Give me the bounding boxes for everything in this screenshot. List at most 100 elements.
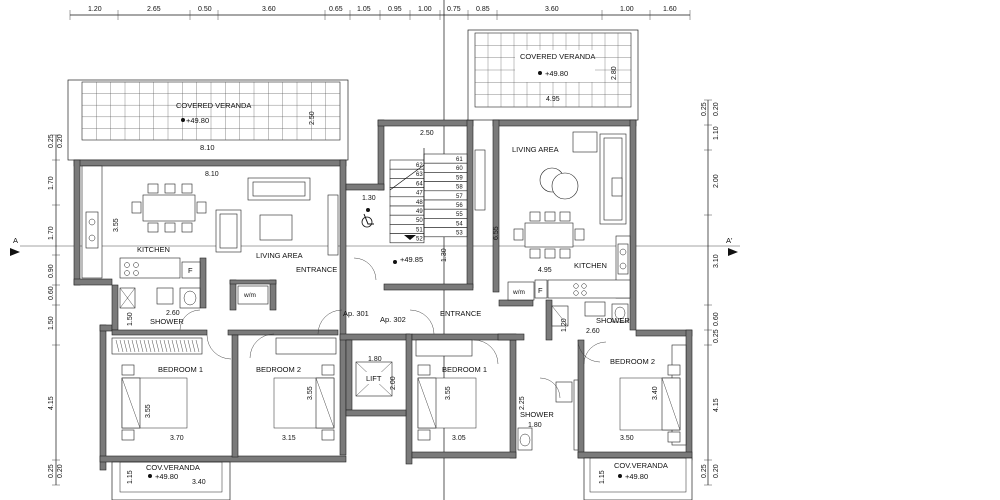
left-dim-3: 1.70 — [48, 176, 55, 190]
stair-width: 2.50 — [420, 130, 434, 137]
left-cov-veranda-depth: 1.15 — [127, 470, 134, 484]
left-dining-table — [131, 183, 207, 233]
right-veranda-title: COVERED VERANDA — [520, 52, 595, 61]
right-bedroom1-label: BEDROOM 1 — [442, 365, 487, 374]
left-veranda-level: +49.80 — [186, 116, 209, 125]
wardrobe-hatch — [127, 339, 132, 353]
right-shower-top: SHOWER 2.60 1.20 — [551, 301, 630, 363]
left-veranda-depth: 2.50 — [309, 111, 316, 125]
wardrobe-hatch — [155, 339, 160, 353]
core-stair: 2.50 62636447484950515261605958575655545… — [361, 130, 468, 264]
right-bedroom1-width: 3.05 — [452, 435, 466, 442]
wardrobe-hatch — [195, 339, 200, 353]
right-covered-veranda: COVERED VERANDA +49.80 4.95 2.80 — [467, 29, 639, 121]
right-dim-9: 0.25 — [701, 464, 708, 478]
section-marker-right: A' — [726, 236, 738, 256]
stair-left-depth: 1.30 — [362, 195, 376, 202]
wardrobe-hatch — [143, 339, 148, 353]
left-bedroom2-width: 3.15 — [282, 435, 296, 442]
right-dim-2: 0.20 — [713, 102, 720, 116]
right-shower-bottom: SHOWER 1.80 2.25 — [517, 377, 579, 451]
right-kitchen-label: KITCHEN — [574, 261, 607, 270]
left-veranda-title: COVERED VERANDA — [176, 101, 251, 110]
section-label-right: A' — [726, 236, 733, 245]
top-dim-7: 0.95 — [388, 6, 402, 13]
left-bedroom2-label: BEDROOM 2 — [256, 365, 301, 374]
stair-step-number: 52 — [416, 237, 423, 243]
wardrobe-hatch — [159, 339, 164, 353]
left-dimension-line: 0.25 0.20 1.70 1.70 0.90 0.60 1.50 4.15 … — [48, 134, 64, 486]
stair-step-number: 57 — [456, 194, 463, 200]
left-kitchen-depth: 3.55 — [113, 218, 120, 232]
right-cov-veranda-title: COV.VERANDA — [614, 461, 668, 470]
top-dim-6: 1.05 — [357, 6, 371, 13]
wardrobe-hatch — [167, 339, 172, 353]
right-dining-table: 4.95 — [513, 211, 585, 274]
stair-step-number: 54 — [456, 221, 463, 227]
core-entrance-label: ENTRANCE — [440, 309, 481, 318]
right-shower-bottom-width: 1.80 — [528, 422, 542, 429]
stair-step-number: 59 — [456, 175, 463, 181]
left-dim-6: 0.60 — [48, 286, 55, 300]
right-living-width: 4.95 — [538, 267, 552, 274]
left-covered-veranda: COVERED VERANDA +49.80 8.10 2.50 — [67, 79, 349, 161]
top-dim-10: 0.85 — [476, 6, 490, 13]
lift: LIFT 1.80 2.00 — [355, 356, 397, 397]
left-dim-5: 0.90 — [48, 264, 55, 278]
left-dim-9: 0.25 — [48, 464, 55, 478]
right-dim-3: 1.10 — [713, 126, 720, 140]
stair-landing-depth: 1.30 — [441, 248, 448, 262]
left-living-furniture: LIVING AREA ENTRANCE w/m — [215, 177, 339, 305]
right-bedroom1-depth: 3.55 — [445, 386, 452, 400]
wardrobe-hatch — [139, 339, 144, 353]
left-cov-veranda-width: 3.40 — [192, 479, 206, 486]
stair-step-number: 58 — [456, 185, 463, 191]
left-wm-label: w/m — [243, 292, 256, 299]
wardrobe-hatch — [151, 339, 156, 353]
right-dim-4: 2.00 — [713, 174, 720, 188]
stair-step-number: 50 — [416, 218, 423, 224]
left-bedroom1-depth: 3.55 — [145, 404, 152, 418]
left-bedroom-1: BEDROOM 1 3.70 3.55 — [111, 334, 232, 442]
left-shower-width: 2.60 — [166, 310, 180, 317]
right-cov-veranda-level: +49.80 — [625, 472, 648, 481]
ap302-label: Ap. 302 — [380, 315, 406, 324]
wardrobe-hatch — [135, 339, 140, 353]
right-wm-label: w/m — [512, 289, 525, 296]
left-cov-veranda-title: COV.VERANDA — [146, 463, 200, 472]
wardrobe-hatch — [171, 339, 176, 353]
right-fridge-label: F — [538, 286, 543, 295]
stair-step-number: 51 — [416, 227, 423, 233]
stair-step-number: 49 — [416, 209, 423, 215]
wardrobe-hatch — [119, 339, 124, 353]
wardrobe-hatch — [115, 339, 120, 353]
right-dim-10: 0.20 — [713, 464, 720, 478]
left-kitchen: F KITCHEN 3.55 8.10 — [81, 165, 219, 279]
left-dim-2: 0.20 — [57, 134, 64, 148]
right-shower-top-label: SHOWER — [596, 316, 630, 325]
right-bedroom2-width: 3.50 — [620, 435, 634, 442]
right-veranda-level: +49.80 — [545, 69, 568, 78]
right-bedroom-1: BEDROOM 1 3.05 3.55 — [415, 339, 499, 442]
left-dim-7: 1.50 — [48, 316, 55, 330]
right-cov-veranda-depth: 1.15 — [599, 470, 606, 484]
right-veranda-depth: 2.80 — [611, 66, 618, 80]
right-cov-veranda: COV.VERANDA +49.80 1.15 — [583, 457, 693, 500]
top-dim-13: 1.60 — [663, 6, 677, 13]
left-bedroom2-depth: 3.55 — [307, 386, 314, 400]
right-dim-6: 0.60 — [713, 312, 720, 326]
ap301-label: Ap. 301 — [343, 309, 369, 318]
section-label-left: A — [13, 236, 18, 245]
lift-label: LIFT — [366, 374, 382, 383]
right-living-area: LIVING AREA 6.55 — [474, 131, 627, 240]
top-dim-8: 1.00 — [418, 6, 432, 13]
left-living-label: LIVING AREA — [256, 251, 303, 260]
top-dim-2: 2.65 — [147, 6, 161, 13]
top-dimension-line: 1.20 2.65 0.50 3.60 0.65 1.05 0.95 1.00 … — [69, 6, 691, 20]
wardrobe-hatch — [187, 339, 192, 353]
stair-step-number: 53 — [456, 231, 463, 237]
left-kitchen-label: KITCHEN — [137, 245, 170, 254]
wardrobe-hatch — [147, 339, 152, 353]
left-bedroom-2: BEDROOM 2 3.15 3.55 — [249, 333, 337, 442]
